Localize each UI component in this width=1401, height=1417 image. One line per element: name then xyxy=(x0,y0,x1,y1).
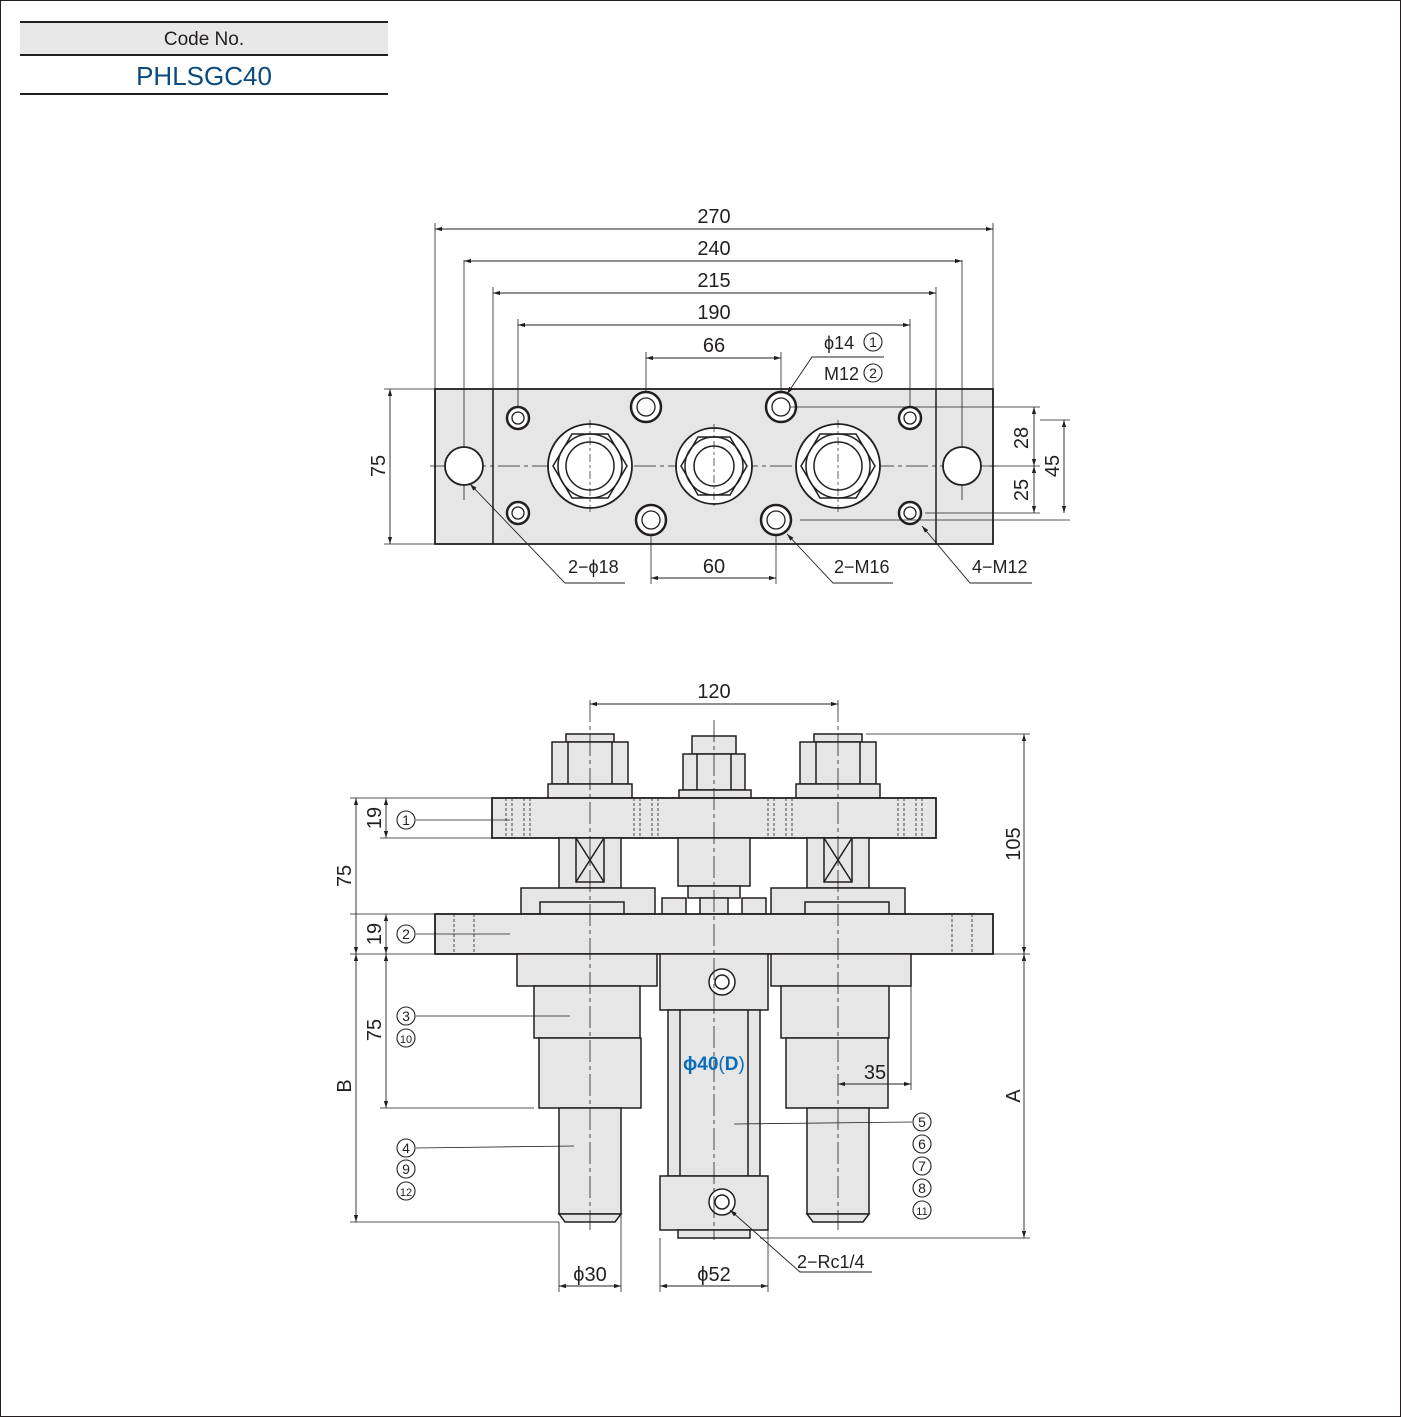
dim-190: 190 xyxy=(697,302,730,324)
dim-phi52: ϕ52 xyxy=(697,1264,730,1286)
dim-66: 66 xyxy=(703,335,725,357)
callout-2-rc14: 2−Rc1/4 xyxy=(797,1252,865,1272)
part-1: 1 xyxy=(402,812,410,828)
circled-1-top: 1 xyxy=(869,334,877,350)
callout-2-m16: 2−M16 xyxy=(834,557,890,577)
dim-28: 28 xyxy=(1011,427,1033,449)
dim-A: A xyxy=(1003,1089,1025,1103)
part-7: 7 xyxy=(918,1158,926,1174)
part-5: 5 xyxy=(918,1114,926,1130)
bore-label: ϕ40(D) xyxy=(683,1054,745,1075)
dim-75-front: 75 xyxy=(334,865,356,887)
dim-215: 215 xyxy=(697,270,730,292)
callout-2-phi18: 2−ϕ18 xyxy=(568,557,619,577)
part-11: 11 xyxy=(916,1206,927,1218)
dim-75-mid: 75 xyxy=(364,1019,386,1041)
dim-120: 120 xyxy=(697,681,730,703)
bore-value: 40 xyxy=(697,1054,718,1075)
callout-4-m12: 4−M12 xyxy=(972,557,1028,577)
dim-270: 270 xyxy=(697,206,730,228)
bore-paren-close: ) xyxy=(738,1054,744,1075)
dim-phi30: ϕ30 xyxy=(573,1264,606,1286)
part-10: 10 xyxy=(400,1034,412,1046)
part-9: 9 xyxy=(402,1161,410,1177)
code-label: Code No. xyxy=(20,21,388,56)
part-4: 4 xyxy=(402,1140,410,1156)
dim-25: 25 xyxy=(1011,479,1033,501)
dim-240: 240 xyxy=(697,238,730,260)
dim-19-b: 19 xyxy=(364,923,386,945)
bore-d: D xyxy=(725,1054,739,1075)
bore-phi: ϕ xyxy=(683,1054,697,1075)
part-6: 6 xyxy=(918,1136,926,1152)
callout-m12: M12 xyxy=(824,364,859,384)
dim-60: 60 xyxy=(703,556,725,578)
part-8: 8 xyxy=(918,1180,926,1196)
dim-35: 35 xyxy=(864,1062,886,1084)
code-value: PHLSGC40 xyxy=(20,58,388,95)
dim-45: 45 xyxy=(1042,455,1064,477)
circled-2-top: 2 xyxy=(869,365,877,381)
part-3: 3 xyxy=(402,1008,410,1024)
part-12: 12 xyxy=(400,1187,412,1199)
dim-19-a: 19 xyxy=(364,807,386,829)
bore-paren-open: ( xyxy=(718,1054,725,1075)
callout-phi14: ϕ14 xyxy=(824,333,854,353)
dim-B: B xyxy=(334,1079,356,1092)
top-view xyxy=(384,223,1070,584)
dim-75-top: 75 xyxy=(368,455,390,477)
part-2: 2 xyxy=(402,926,410,942)
dim-105: 105 xyxy=(1003,827,1025,860)
